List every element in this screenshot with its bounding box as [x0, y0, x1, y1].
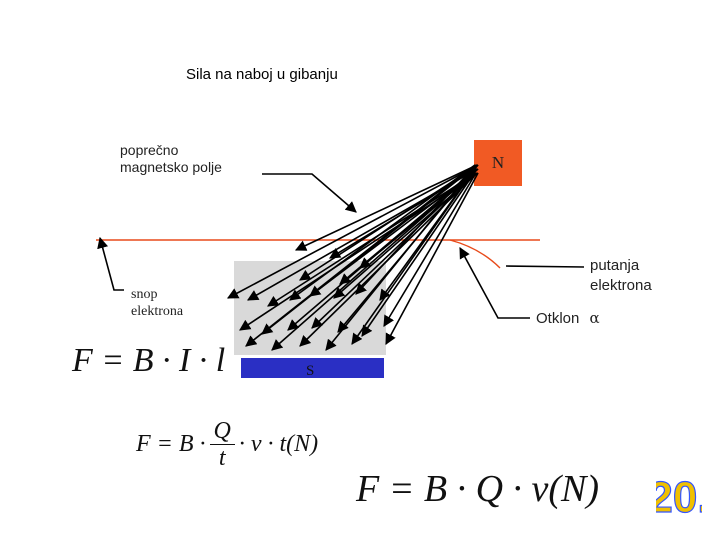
path-label-line2: elektrona: [590, 277, 652, 294]
field-lines: [227, 164, 479, 351]
slide-number-text: 20.: [656, 473, 702, 518]
beam-label-line2: elektrona: [131, 304, 184, 319]
field-pointer: [262, 173, 357, 213]
field-label: poprečno magnetsko polje: [120, 142, 222, 176]
deflection-pointer: [459, 247, 530, 319]
north-pole-label: N: [491, 153, 505, 172]
path-label: putanja elektrona: [590, 256, 652, 296]
beam-label: snop elektrona: [131, 286, 183, 320]
field-line-arrow: [339, 168, 478, 285]
formula-lorentz-force: F = B · Q · v(N): [356, 468, 600, 510]
formula2-rhs: · v · t(N): [238, 431, 319, 457]
field-label-line1: poprečno: [120, 142, 179, 158]
field-label-line2: magnetsko polje: [120, 159, 222, 175]
field-line-arrow: [385, 172, 479, 345]
field-line-arrow: [294, 164, 478, 251]
beam-label-line1: snop: [131, 287, 158, 302]
south-pole: [241, 358, 384, 378]
path-label-line1: putanja: [590, 257, 640, 274]
field-line-arrow: [245, 164, 476, 347]
formula-force-current: F = B · I · l: [72, 342, 226, 379]
south-pole-label: S: [306, 363, 315, 379]
formula2-denominator: t: [218, 445, 226, 471]
field-line-arrow: [227, 164, 479, 299]
field-line-arrow: [239, 172, 479, 331]
deflection-label: Otklon α: [536, 309, 600, 328]
slide-title: Sila na naboj u gibanju: [186, 66, 338, 83]
field-line-arrow: [325, 164, 477, 351]
field-line-arrow: [299, 164, 479, 281]
alpha-symbol: α: [589, 309, 600, 327]
formula2-fraction: Q t: [209, 418, 235, 471]
north-pole: N: [474, 140, 522, 186]
field-line-arrow: [383, 172, 477, 327]
formula2-numerator: Q: [209, 418, 235, 445]
formula2-lhs: F = B ·: [136, 431, 206, 457]
deflected-path: [449, 239, 501, 269]
formula-force-charge-time: F = B · Q t · v · t(N): [136, 418, 318, 471]
deflection-text: Otklon: [536, 310, 580, 327]
beam-pointer: [97, 236, 124, 291]
slide-number-badge: 20.: [656, 472, 702, 518]
field-line-arrow: [299, 172, 478, 347]
field-line-arrow: [361, 168, 478, 337]
field-line-arrow: [351, 168, 476, 345]
path-pointer: [505, 265, 585, 268]
